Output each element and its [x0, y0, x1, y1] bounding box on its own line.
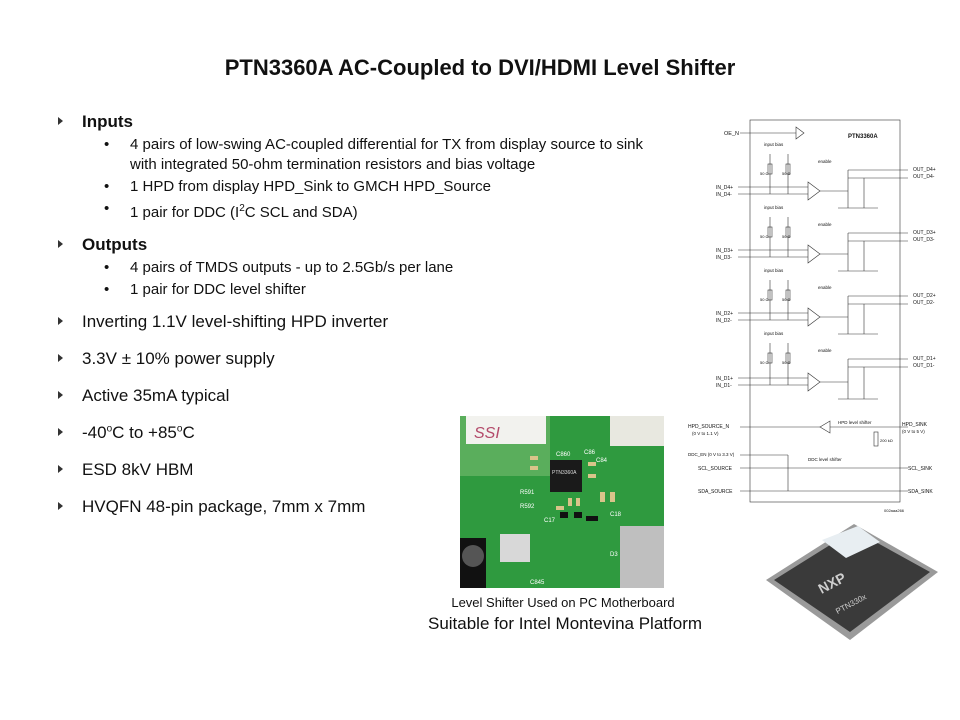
scl-sink-label: SCL_SINK — [908, 466, 933, 472]
pcb-label: C86 — [584, 450, 596, 456]
bullet-inverter: Inverting 1.1V level-shifting HPD invert… — [58, 312, 658, 332]
pcb-label: C860 — [556, 452, 571, 458]
chip-illustration: NXP PTN330x — [766, 524, 938, 640]
pcb-label: C84 — [596, 458, 608, 464]
ddc-en-label: DDC_EN (0 V to 3.3 V) — [688, 452, 735, 457]
arrow-bullet-icon — [58, 240, 63, 248]
arrow-bullet-icon — [58, 428, 63, 436]
svg-text:IN_D2+: IN_D2+ — [716, 311, 733, 317]
arrow-bullet-icon — [58, 502, 63, 510]
svg-text:input bias: input bias — [764, 268, 784, 273]
pcb-illustration: SSI PTN3360A C86 C84 C860 R591 R592 C17 … — [460, 416, 664, 588]
block-diagram: PTN3360A OE_N input bias enable 50 Ω 50 … — [688, 118, 936, 518]
svg-text:50 Ω: 50 Ω — [760, 234, 769, 239]
svg-text:input bias: input bias — [764, 331, 784, 336]
lane-d3: input bias enable 50 Ω 50 Ω IN_D3+ IN_D3… — [716, 205, 936, 272]
pcb-label: D3 — [610, 552, 618, 558]
svg-text:(0 V to 5 V): (0 V to 5 V) — [902, 429, 925, 434]
scl-source-label: SCL_SOURCE — [698, 466, 733, 472]
bullet-package: HVQFN 48-pin package, 7mm x 7mm — [58, 497, 658, 517]
figure-id: 002aaa266 — [884, 508, 905, 513]
svg-text:50 Ω: 50 Ω — [760, 360, 769, 365]
svg-text:200 kΩ: 200 kΩ — [880, 438, 893, 443]
lane-d4: input bias enable 50 Ω 50 Ω IN_D4+ IN_D4… — [716, 142, 936, 209]
sda-sink-label: SDA_SINK — [908, 489, 933, 495]
chip-photo: NXP PTN330x — [762, 518, 942, 646]
dot-bullet-icon: • — [104, 136, 110, 153]
bullet-esd: ESD 8kV HBM — [58, 460, 658, 480]
svg-text:input bias: input bias — [764, 142, 784, 147]
sub-list: •4 pairs of TMDS outputs - up to 2.5Gb/s… — [82, 258, 658, 300]
svg-text:DDC level shifter: DDC level shifter — [808, 457, 842, 462]
svg-text:OUT_D3+: OUT_D3+ — [913, 230, 936, 236]
sub-item: •1 pair for DDC level shifter — [104, 281, 306, 298]
svg-text:IN_D3+: IN_D3+ — [716, 248, 733, 254]
block-diagram-svg: PTN3360A OE_N input bias enable 50 Ω 50 … — [688, 119, 936, 513]
sub-item: •1 HPD from display HPD_Sink to GMCH HPD… — [104, 178, 491, 195]
dot-bullet-icon: • — [104, 259, 110, 276]
arrow-bullet-icon — [58, 117, 63, 125]
bullet-list: Inputs •4 pairs of low-swing AC-coupled … — [58, 112, 658, 517]
pcb-marking: SSI — [474, 425, 500, 442]
dot-bullet-icon: • — [104, 178, 110, 195]
arrow-bullet-icon — [58, 465, 63, 473]
bullet-label: Outputs — [82, 235, 148, 254]
bullet-outputs: Outputs •4 pairs of TMDS outputs - up to… — [58, 235, 658, 300]
svg-text:IN_D3-: IN_D3- — [716, 255, 732, 261]
svg-text:IN_D1+: IN_D1+ — [716, 376, 733, 382]
svg-text:(0 V to 1.1 V): (0 V to 1.1 V) — [692, 431, 719, 436]
bullet-power: 3.3V ± 10% power supply — [58, 349, 658, 369]
pcb-label: R592 — [520, 504, 535, 510]
sub-list: •4 pairs of low-swing AC-coupled differe… — [82, 135, 658, 223]
caption-photo: Level Shifter Used on PC Motherboard — [451, 595, 675, 610]
pcb-label: C845 — [530, 580, 545, 586]
svg-text:OUT_D1-: OUT_D1- — [913, 363, 935, 369]
svg-text:IN_D4-: IN_D4- — [716, 192, 732, 198]
lane-d2: input bias enable 50 Ω 50 Ω IN_D2+ IN_D2… — [716, 268, 936, 335]
dot-bullet-icon: • — [104, 200, 110, 217]
sda-source-label: SDA_SOURCE — [698, 489, 733, 495]
bullet-label: Inputs — [82, 112, 133, 131]
hpd-sink-label: HPD_SINK — [902, 422, 928, 428]
svg-text:OUT_D1+: OUT_D1+ — [913, 356, 936, 362]
slide-title: PTN3360A AC-Coupled to DVI/HDMI Level Sh… — [224, 55, 736, 80]
svg-text:IN_D1-: IN_D1- — [716, 383, 732, 389]
svg-text:OUT_D2-: OUT_D2- — [913, 300, 935, 306]
dot-bullet-icon: • — [104, 281, 110, 298]
svg-text:input bias: input bias — [764, 205, 784, 210]
svg-text:enable: enable — [818, 159, 832, 164]
diagram-chip-name: PTN3360A — [848, 134, 878, 140]
svg-text:50 Ω: 50 Ω — [760, 297, 769, 302]
lane-d1: input bias enable 50 Ω 50 Ω IN_D1+ IN_D1… — [716, 331, 936, 400]
arrow-bullet-icon — [58, 317, 63, 325]
svg-text:IN_D4+: IN_D4+ — [716, 185, 733, 191]
arrow-bullet-icon — [58, 354, 63, 362]
caption-platform: Suitable for Intel Montevina Platform — [427, 614, 703, 633]
svg-text:OUT_D4+: OUT_D4+ — [913, 167, 936, 173]
svg-text:OUT_D2+: OUT_D2+ — [913, 293, 936, 299]
sub-item: •1 pair for DDC (I2C SCL and SDA) — [104, 200, 358, 221]
pcb-label: C17 — [544, 518, 556, 524]
pcb-label: R591 — [520, 490, 535, 496]
bullet-active: Active 35mA typical — [58, 386, 658, 406]
arrow-bullet-icon — [58, 391, 63, 399]
sub-item: •4 pairs of low-swing AC-coupled differe… — [104, 136, 644, 173]
hpd-source-label: HPD_SOURCE_N — [688, 424, 730, 430]
pcb-photo: SSI PTN3360A C86 C84 C860 R591 R592 C17 … — [460, 416, 664, 588]
pcb-label: C18 — [610, 512, 622, 518]
oe-n-label: OE_N — [724, 131, 739, 137]
svg-text:enable: enable — [818, 285, 832, 290]
sub-item: •4 pairs of TMDS outputs - up to 2.5Gb/s… — [104, 259, 454, 276]
svg-text:enable: enable — [818, 348, 832, 353]
svg-text:OUT_D3-: OUT_D3- — [913, 237, 935, 243]
bullet-temperature: -40oC to +85oC — [58, 423, 658, 443]
svg-text:enable: enable — [818, 222, 832, 227]
pcb-chip-mark: PTN3360A — [552, 470, 577, 476]
svg-text:HPD level shifter: HPD level shifter — [838, 420, 872, 425]
svg-text:IN_D2-: IN_D2- — [716, 318, 732, 324]
bullet-inputs: Inputs •4 pairs of low-swing AC-coupled … — [58, 112, 658, 223]
svg-text:OUT_D4-: OUT_D4- — [913, 174, 935, 180]
svg-text:50 Ω: 50 Ω — [760, 171, 769, 176]
